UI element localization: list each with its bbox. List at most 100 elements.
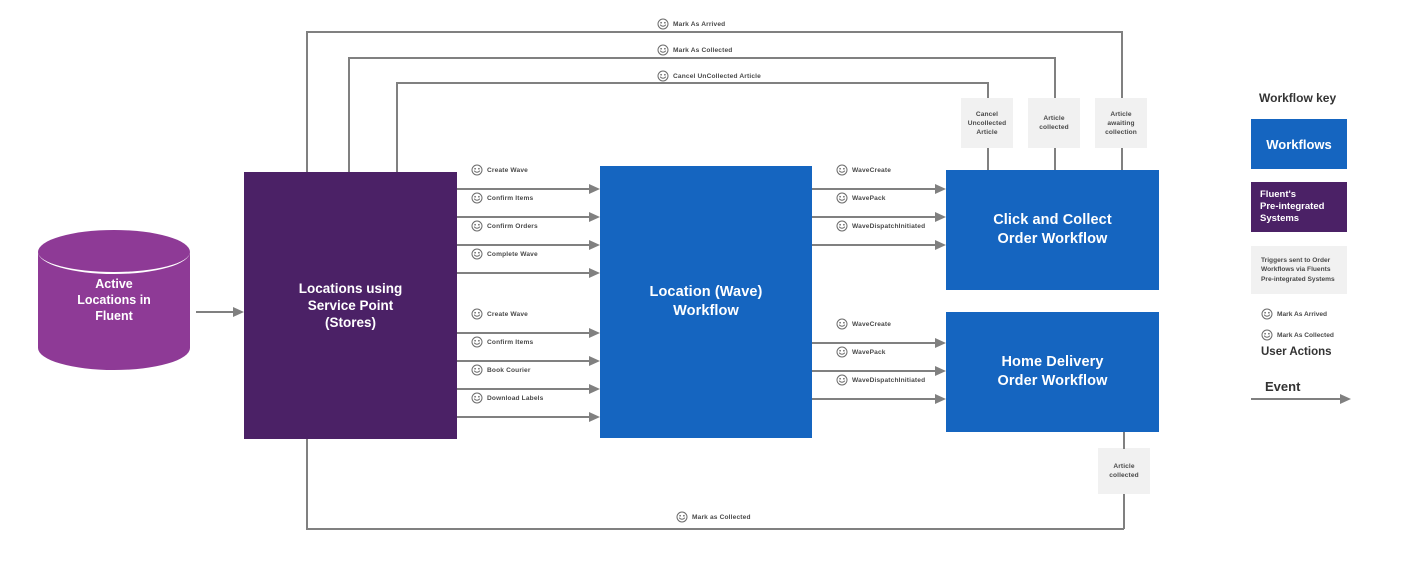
event-arrow-wave-home-delivery-2-text: WaveDispatchInitiated: [852, 376, 926, 384]
event-arrow-wave-home-delivery-0-text: WaveCreate: [852, 320, 892, 328]
event-arrow-wave-click-collect-1-shaft: [812, 216, 935, 218]
legend-user-action-1: Mark As Collected: [1261, 329, 1334, 341]
smiley-face-icon: [836, 164, 848, 176]
event-arrow-stores-wave-g1-1: [457, 208, 600, 222]
legend-workflows-label: Workflows: [1266, 136, 1332, 152]
legend-event-arrow-head: [1340, 394, 1351, 404]
event-arrow-stores-wave-g1-0-shaft: [457, 188, 589, 190]
flow-label-top-1: Mark As Collected: [657, 44, 732, 56]
event-arrow-stores-wave-g2-2: [457, 380, 600, 394]
event-arrow-wave-click-collect-1-label: WavePack: [836, 192, 886, 204]
event-arrow-stores-wave-g1-1-head: [589, 212, 600, 222]
event-arrow-wave-home-delivery-0-shaft: [812, 342, 935, 344]
event-arrow-stores-wave-g2-3-label: Download Labels: [471, 392, 543, 404]
event-arrow-wave-click-collect-0-label: WaveCreate: [836, 164, 891, 176]
route-mark-arrived-drop-vertical: [1121, 148, 1123, 170]
event-arrow-stores-wave-g2-1-head: [589, 356, 600, 366]
event-arrow-wave-click-collect-2-head: [935, 240, 946, 250]
smiley-face-icon: [471, 308, 483, 320]
event-arrow-wave-click-collect-0-head: [935, 184, 946, 194]
event-arrow-wave-click-collect-0-text: WaveCreate: [852, 166, 892, 174]
event-arrow-stores-wave-g1-2: [457, 236, 600, 250]
event-arrow-stores-wave-g2-1-label: Confirm Items: [471, 336, 533, 348]
route-mark-arrived-left-vertical: [306, 31, 308, 172]
event-arrow-wave-home-delivery-1-text: WavePack: [852, 348, 886, 356]
event-arrow-wave-click-collect-1-head: [935, 212, 946, 222]
event-arrow-stores-wave-g1-1-label: Confirm Items: [471, 192, 533, 204]
route-bottom-right-lower-vertical: [1123, 494, 1125, 529]
location-wave-workflow-box-label: Location (Wave)Workflow: [649, 284, 763, 319]
event-arrow-wave-click-collect-2-label: WaveDispatchInitiated: [836, 220, 925, 232]
event-arrow-stores-wave-g2-3-head: [589, 412, 600, 422]
arrow-head: [233, 307, 244, 317]
legend-user-action-0-text: Mark As Arrived: [1277, 310, 1328, 318]
route-mark-collected-right-vertical: [1054, 57, 1056, 98]
event-arrow-stores-wave-g1-3-text: Complete Wave: [487, 250, 538, 258]
route-mark-collected-drop-vertical: [1054, 148, 1056, 170]
flow-label-bottom-0-text: Mark as Collected: [692, 513, 751, 521]
event-arrow-wave-click-collect-2-shaft: [812, 244, 935, 246]
smiley-face-icon: [471, 336, 483, 348]
event-arrow-stores-wave-g1-2-label: Confirm Orders: [471, 220, 538, 232]
smiley-face-icon: [657, 70, 669, 82]
event-arrow-wave-click-collect-0: [812, 180, 946, 194]
event-arrow-wave-home-delivery-1-label: WavePack: [836, 346, 886, 358]
legend-workflows-swatch: Workflows: [1251, 119, 1347, 169]
event-arrow-stores-wave-g1-3: [457, 264, 600, 278]
smiley-face-icon: [836, 346, 848, 358]
route-cancel-uncollected-left-vertical: [396, 82, 398, 172]
event-arrow-wave-home-delivery-1: [812, 362, 946, 376]
smiley-face-icon: [471, 392, 483, 404]
event-arrow-stores-wave-g2-3: [457, 408, 600, 422]
event-arrow-stores-wave-g2-0-head: [589, 328, 600, 338]
smiley-face-icon: [1261, 329, 1273, 341]
event-arrow-wave-home-delivery-1-shaft: [812, 370, 935, 372]
event-arrow-wave-home-delivery-2-label: WaveDispatchInitiated: [836, 374, 925, 386]
event-arrow-stores-wave-g1-1-shaft: [457, 216, 589, 218]
event-arrow-stores-wave-g1-1-text: Confirm Items: [487, 194, 534, 202]
legend-user-action-0: Mark As Arrived: [1261, 308, 1327, 320]
event-arrow-wave-home-delivery-2-shaft: [812, 398, 935, 400]
route-bottom-right-upper-vertical: [1123, 432, 1125, 449]
smiley-face-icon: [836, 192, 848, 204]
flow-label-top-2: Cancel UnCollected Article: [657, 70, 761, 82]
event-arrow-stores-wave-g1-3-head: [589, 268, 600, 278]
flow-label-top-0-text: Mark As Arrived: [673, 20, 726, 28]
legend-event-label: Event: [1265, 379, 1301, 394]
legend-title: Workflow key: [1259, 91, 1337, 105]
smiley-face-icon: [471, 164, 483, 176]
event-arrow-stores-wave-g2-2-label: Book Courier: [471, 364, 531, 376]
route-mark-arrived-right-vertical: [1121, 31, 1123, 98]
event-arrow-stores-wave-g2-0-shaft: [457, 332, 589, 334]
event-arrow-stores-wave-g1-2-shaft: [457, 244, 589, 246]
event-arrow-stores-wave-g2-1-text: Confirm Items: [487, 338, 534, 346]
smiley-face-icon: [471, 192, 483, 204]
cylinder-top: [38, 230, 190, 274]
event-arrow-stores-wave-g1-0-text: Create Wave: [487, 166, 528, 174]
smiley-face-icon: [471, 364, 483, 376]
smiley-face-icon: [836, 220, 848, 232]
route-mark-collected-horizontal: [348, 57, 1055, 59]
flow-label-bottom-0: Mark as Collected: [676, 511, 751, 523]
event-arrow-wave-click-collect-2: [812, 236, 946, 250]
event-arrow-wave-home-delivery-0-label: WaveCreate: [836, 318, 891, 330]
event-arrow-wave-home-delivery-2-head: [935, 394, 946, 404]
event-arrow-wave-home-delivery-2: [812, 390, 946, 404]
event-arrow-wave-click-collect-1: [812, 208, 946, 222]
event-arrow-wave-click-collect-0-shaft: [812, 188, 935, 190]
smiley-face-icon: [657, 44, 669, 56]
